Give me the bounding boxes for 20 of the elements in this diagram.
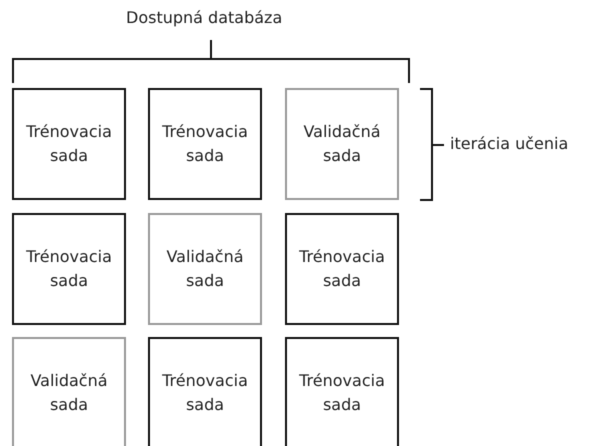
dataset-box <box>12 213 126 325</box>
dataset-box <box>285 88 399 200</box>
dataset-caption: Dostupná databáza <box>126 8 282 27</box>
dataset-box <box>148 88 262 200</box>
iteration-label: iterácia učenia <box>450 134 568 153</box>
box-text: Trénovacia sada <box>161 121 249 167</box>
dataset-box <box>148 213 262 325</box>
box-text: Trénovacia sada <box>298 246 386 292</box>
dataset-box <box>285 213 399 325</box>
box-text: Validačná sada <box>302 121 382 167</box>
dataset-box <box>12 88 126 200</box>
box-text: Validačná sada <box>165 246 245 292</box>
dataset-box <box>148 337 262 446</box>
box-text: Validačná sada <box>29 370 109 416</box>
box-text: Trénovacia sada <box>161 370 249 416</box>
dataset-box <box>285 337 399 446</box>
box-text: Trénovacia sada <box>298 370 386 416</box>
box-text: Trénovacia sada <box>25 246 113 292</box>
dataset-box <box>12 337 126 446</box>
box-text: Trénovacia sada <box>25 121 113 167</box>
